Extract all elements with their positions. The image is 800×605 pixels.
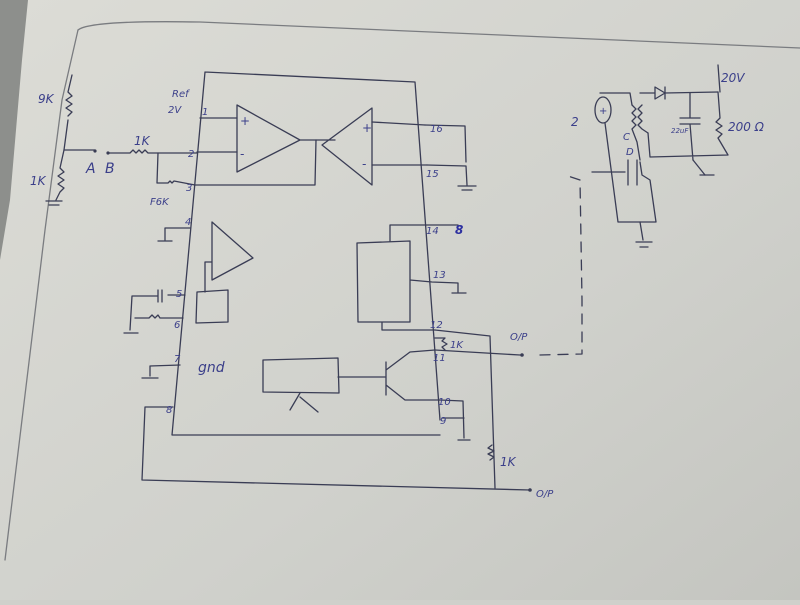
pin-10: 10: [438, 397, 451, 408]
pin-13: 13: [433, 270, 446, 281]
node-b-label: B: [105, 161, 115, 177]
gnd-label: gnd: [198, 360, 225, 376]
opamp-plus-sign: +: [240, 114, 250, 128]
series-resistor-label: 1K: [134, 134, 151, 148]
feedback-resistor-label: F6K: [150, 197, 170, 208]
output-resistor-bottom-label: 1K: [500, 455, 517, 469]
pin-15: 15: [426, 169, 439, 180]
page-border-left: [4, 29, 79, 561]
pin-3: 3: [186, 183, 192, 194]
resistor-9k-label: 9K: [38, 92, 55, 106]
pin-1: 1: [202, 107, 208, 118]
source-label: 2: [571, 115, 579, 129]
pin-16: 16: [430, 124, 443, 135]
comparator-minus-sign: -: [362, 157, 366, 171]
resistor-1k-label: 1K: [30, 174, 47, 188]
output-top-label: O/P: [510, 332, 528, 343]
opamp-minus-sign: -: [240, 147, 244, 161]
pin14-mark: 8: [455, 223, 463, 237]
input-divider: 9K 1K A B 1K F6K Ref 2V: [30, 74, 198, 208]
ref-label: Ref: [172, 89, 190, 100]
source-plus-sign: +: [599, 106, 607, 117]
ic-chip: + - + - gnd 8: [123, 71, 583, 492]
pin-6: 6: [174, 320, 180, 331]
output-resistor-top-label: 1K: [450, 340, 464, 351]
pin-9: 9: [440, 416, 446, 427]
pin-12: 12: [430, 320, 443, 331]
left-pin-numbers: 1 2 3 4 5 6 7 8: [166, 107, 208, 416]
page-border-top: [77, 21, 800, 49]
node-a-label: A: [85, 161, 96, 177]
right-pin-numbers: 16 15 14 13 12 11 10 9: [426, 124, 451, 427]
pin-14: 14: [426, 226, 439, 237]
supply-voltage-label: 20V: [721, 71, 745, 85]
comparator-plus-sign: +: [362, 121, 372, 135]
pin-11: 11: [433, 353, 446, 364]
output-bottom-label: O/P: [536, 489, 554, 500]
pin-7: 7: [174, 354, 181, 365]
pin-8: 8: [166, 405, 172, 416]
pin-4: 4: [185, 217, 191, 228]
capacitor-label: 22uF: [671, 127, 689, 135]
pin-5: 5: [176, 289, 182, 300]
ref-voltage-label: 2V: [168, 105, 182, 116]
load-resistor-label: 200 Ω: [728, 120, 765, 134]
table-edge: [0, 0, 28, 260]
pin-2: 2: [188, 149, 194, 160]
node-c-label: C: [623, 132, 630, 143]
flyback-converter: + 20V 200 Ω 22uF 2 C D: [571, 64, 765, 248]
node-d-label: D: [626, 147, 634, 158]
